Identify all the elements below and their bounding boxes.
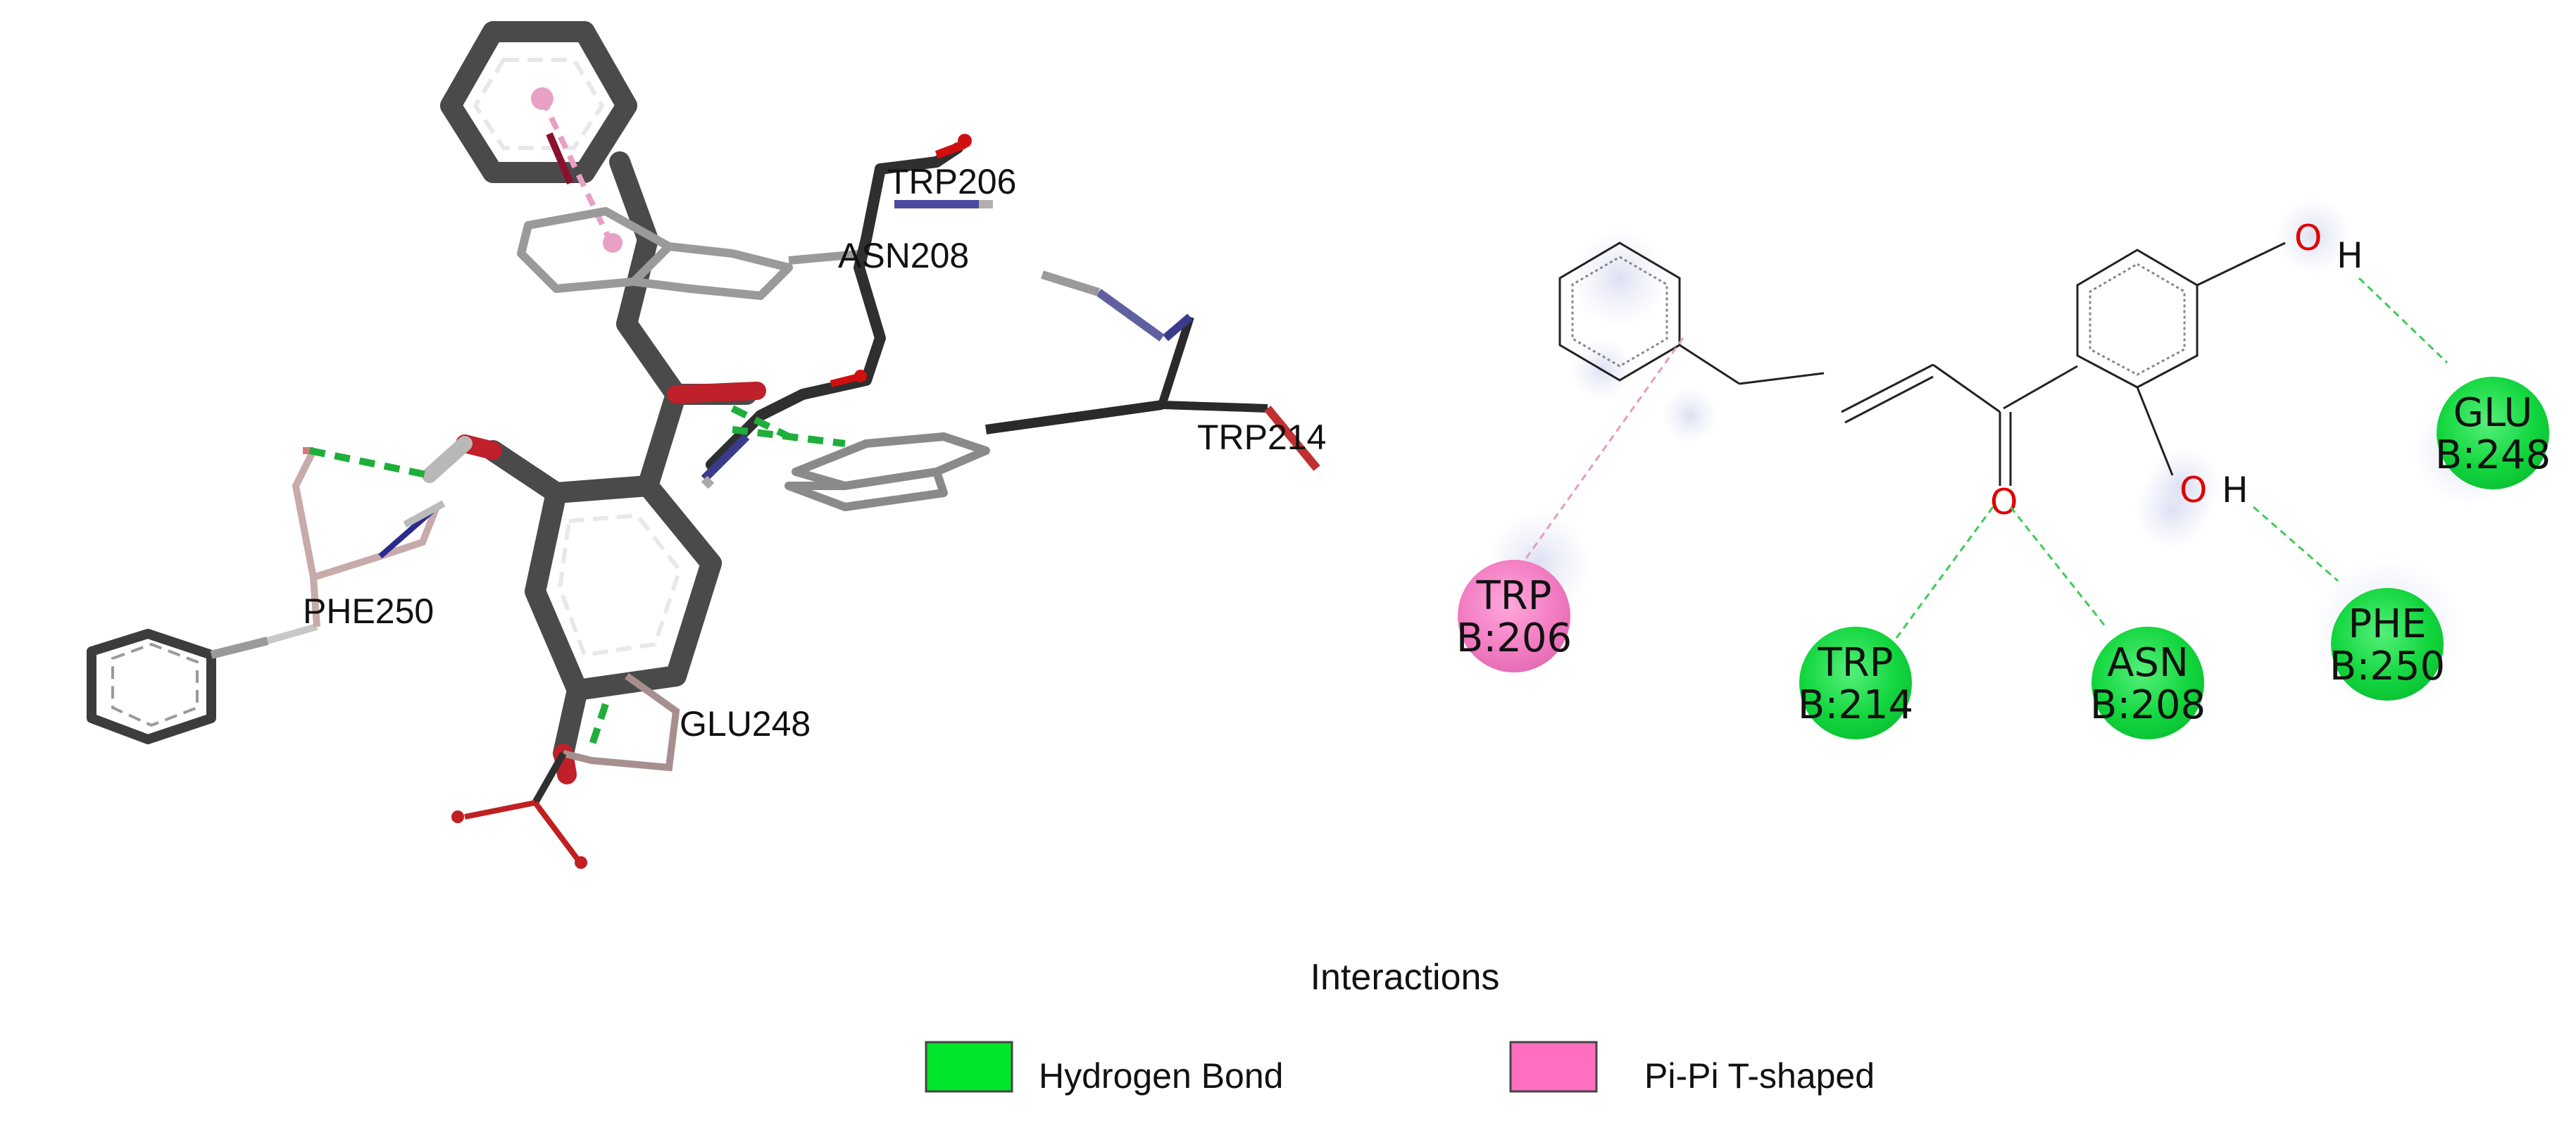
ring-dash-2 <box>557 513 682 658</box>
legend-label-pi: Pi-Pi T-shaped <box>1644 1056 1875 1096</box>
label-trp214: TRP214 <box>1197 418 1326 457</box>
residue-trp214: TRP B:214 <box>1798 627 1913 739</box>
legend-label-hbond: Hydrogen Bond <box>1039 1056 1283 1096</box>
residue-phe250: PHE B:250 <box>2330 588 2445 701</box>
residue-trp206: TRP B:206 <box>1456 560 1572 672</box>
atom-o-mid: O <box>2180 470 2207 511</box>
residue-position: B:248 <box>2435 432 2551 478</box>
residue-glu248: GLU B:248 <box>2435 377 2551 489</box>
atom-o-carbonyl: O <box>1990 482 2018 522</box>
halo <box>2275 197 2352 275</box>
legend-title: Interactions <box>1311 957 1500 998</box>
legend-swatch-pi <box>1509 1041 1598 1093</box>
atom-h-mid: H <box>2222 470 2249 511</box>
label-glu248: GLU248 <box>680 704 811 744</box>
residue-position: B:206 <box>1456 615 1572 661</box>
ligand-phenyl-ring <box>440 21 637 183</box>
residue-name: GLU <box>2453 390 2533 436</box>
residue-asn208: ASN B:208 <box>2090 627 2206 739</box>
label-phe250: PHE250 <box>303 591 434 631</box>
residue-position: B:208 <box>2090 682 2206 728</box>
legend: Interactions Hydrogen Bond Pi-Pi T-shape… <box>925 957 1875 1096</box>
halo <box>1662 387 1718 444</box>
ring-dash-1 <box>473 58 605 150</box>
atom-o-top: O <box>2294 218 2322 258</box>
residue-position: B:214 <box>1798 682 1913 728</box>
ligand-hydroxyphenyl-ring <box>525 475 722 701</box>
residue-name: PHE <box>2348 601 2426 647</box>
residue-name: ASN <box>2107 640 2189 686</box>
label-trp206: TRP206 <box>887 162 1016 201</box>
residue-name: TRP <box>1476 573 1552 619</box>
halo <box>1570 229 1669 327</box>
residue-name: TRP <box>1818 640 1894 686</box>
structure-3d: TRP206 ASN208 TRP214 PHE250 GLU248 <box>87 21 1326 869</box>
residue-position: B:250 <box>2330 644 2445 689</box>
halo <box>2144 447 2222 525</box>
atom-h-top: H <box>2337 235 2363 276</box>
label-asn208: ASN208 <box>838 236 969 275</box>
diagram-2d: O H O H O TRP B:206 TRP B:214 ASN B:208 <box>1456 197 2551 739</box>
legend-swatch-hbond <box>925 1041 1013 1093</box>
